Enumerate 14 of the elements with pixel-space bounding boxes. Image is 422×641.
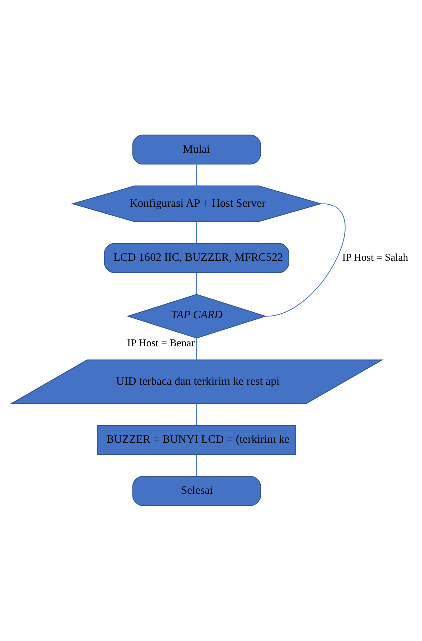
edge-label: IP Host = Benar [127,338,195,350]
node-box: LCD 1602 IIC, BUZZER, MFRC522 [104,243,290,274]
connector [266,204,346,317]
connector [196,454,198,477]
edge-label: IP Host = Salah [342,253,408,264]
node-box: Mulai [132,134,262,165]
node-box: BUZZER = BUNYI LCD = (terkirim ke [97,425,296,456]
node-diamond: TAP CARD [126,294,267,339]
node-box: Selesai [132,476,262,506]
connector [196,272,198,295]
connector [196,404,198,426]
connector [196,338,198,360]
connector [196,164,198,186]
connector [196,222,198,244]
